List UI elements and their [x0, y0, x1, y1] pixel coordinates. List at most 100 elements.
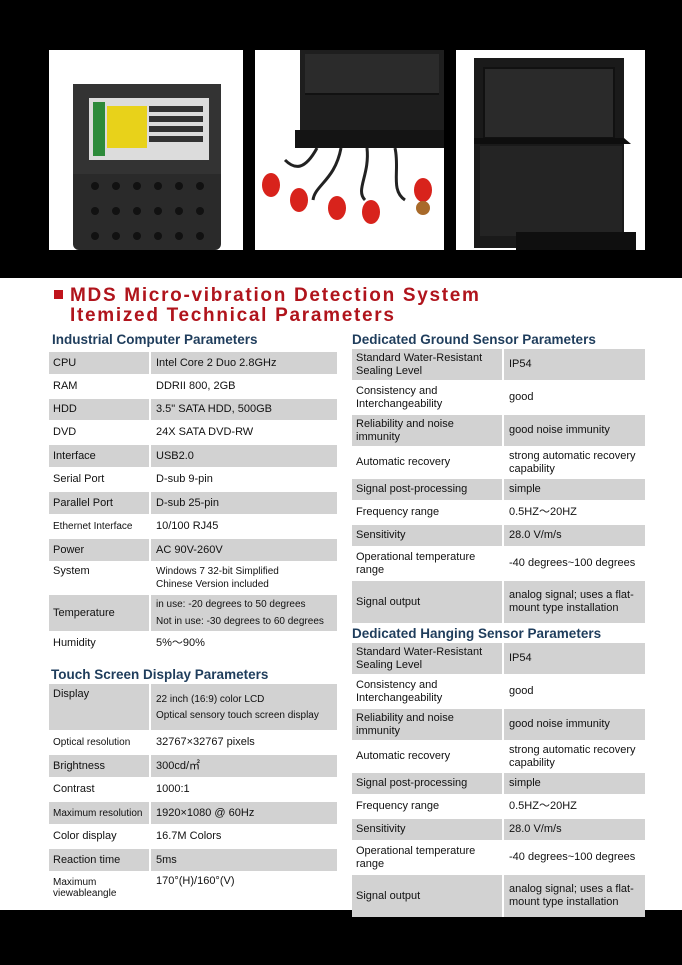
param-value-line1: 22 inch (16:9) color LCD	[156, 693, 265, 705]
table-row: Operational temperature range-40 degrees…	[352, 548, 645, 579]
param-name: Automatic recovery	[356, 456, 451, 468]
param-name: Standard Water-Resistant Sealing Level	[352, 349, 502, 380]
param-name: Color display	[53, 830, 117, 842]
param-name: Parallel Port	[49, 492, 149, 514]
param-name: Consistency and Interchangeability	[356, 678, 443, 704]
table-row: Automatic recovery strong automatic recov…	[352, 448, 645, 477]
sensors-illustration	[262, 50, 444, 224]
param-name: Temperature	[49, 595, 149, 631]
param-value: analog signal; uses a flat-mount type in…	[502, 581, 645, 623]
param-name: Signal post-processing	[352, 479, 502, 500]
param-value: simple	[502, 479, 645, 500]
param-value: -40 degrees~100 degrees	[502, 842, 645, 873]
param-name: Operational temperature range	[356, 844, 476, 870]
param-value: 300cd/㎡	[149, 755, 337, 777]
param-value: simple	[502, 773, 645, 794]
param-name: Optical resolution	[53, 737, 131, 748]
param-value: 32767×32767 pixels	[149, 732, 337, 753]
param-value: D-sub 25-pin	[149, 492, 337, 514]
param-name: Interface	[49, 445, 149, 467]
table-row: Automatic recovery strong automatic recov…	[352, 742, 645, 771]
param-value: 0.5HZ～20HZ	[502, 502, 645, 523]
param-value: AC 90V-260V	[149, 539, 337, 561]
ground-heading: Dedicated Ground Sensor Parameters	[352, 332, 596, 347]
param-name: Consistency and Interchangeability	[356, 384, 443, 410]
table-row: Frequency range 0.5HZ～20HZ	[352, 502, 645, 523]
param-value: IP54	[502, 643, 645, 674]
param-value: USB2.0	[149, 445, 337, 467]
param-name: HDD	[49, 399, 149, 420]
industrial-heading: Industrial Computer Parameters	[52, 332, 258, 347]
param-value-line2: Not in use: -30 degrees to 60 degrees	[156, 616, 324, 627]
table-row: Consistency and Interchangeability good	[352, 382, 645, 413]
table-row: Humidity 5%～90%	[49, 633, 337, 654]
param-value: good	[502, 382, 645, 413]
product-photo-cabinet	[456, 50, 645, 250]
param-name: Signal output	[352, 581, 502, 623]
param-value-line1: Windows 7 32-bit Simplified	[156, 566, 279, 577]
title-line-2: Itemized Technical Parameters	[70, 305, 396, 326]
param-name: DVD	[53, 426, 77, 438]
table-row: Display 22 inch (16:9) color LCD Optical s…	[49, 684, 337, 730]
product-photo-terminal	[49, 50, 243, 250]
touch-table: Display 22 inch (16:9) color LCD Optical s…	[49, 682, 337, 905]
param-value: 5ms	[149, 849, 337, 871]
param-name: CPU	[49, 352, 149, 374]
param-name: Signal output	[352, 875, 502, 917]
param-value-line2: Optical sensory touch screen display	[156, 709, 319, 721]
param-value: 24X SATA DVD-RW	[149, 422, 337, 443]
param-value: 170°(H)/160°(V)	[149, 873, 337, 903]
param-name: Ethernet Interface	[53, 521, 133, 532]
param-value: IP54	[502, 349, 645, 380]
param-value: strong automatic recovery capability	[502, 448, 645, 477]
param-value: 22 inch (16:9) color LCD Optical sensory …	[149, 684, 337, 730]
param-name: Brightness	[49, 755, 149, 777]
table-row: Operational temperature range -40 degrees…	[352, 842, 645, 873]
param-value: strong automatic recovery capability	[502, 742, 645, 771]
param-name: Maximum resolution	[49, 802, 149, 824]
param-value: 28.0 V/m/s	[502, 525, 645, 546]
param-value: analog signal; uses a flat-mount type in…	[502, 875, 645, 917]
param-value-line1: in use: -20 degrees to 50 degrees	[156, 599, 306, 610]
param-name: Display	[49, 684, 149, 730]
param-value: Intel Core 2 Duo 2.8GHz	[149, 352, 337, 374]
param-value: 3.5" SATA HDD, 500GB	[149, 399, 337, 420]
param-value: 0.5HZ～20HZ	[502, 796, 645, 817]
param-name: Serial Port	[53, 473, 105, 485]
param-value: 1920×1080 @ 60Hz	[149, 802, 337, 824]
param-name: Frequency range	[356, 506, 440, 518]
param-value: 1000:1	[149, 779, 337, 800]
table-row: Optical resolution 32767×32767 pixels	[49, 732, 337, 753]
param-value: DDRII 800, 2GB	[149, 376, 337, 397]
param-name: Sensitivity	[352, 819, 502, 840]
param-name: Power	[49, 539, 149, 561]
param-name: System	[53, 565, 90, 577]
table-row: Consistency and Interchangeability good	[352, 676, 645, 707]
param-name: Standard Water-Resistant Sealing Level	[352, 643, 502, 674]
terminal-illustration	[73, 84, 221, 250]
param-name: Automatic recovery	[356, 750, 451, 762]
param-value: good	[502, 676, 645, 707]
param-value: -40 degrees~100 degrees	[502, 548, 645, 579]
